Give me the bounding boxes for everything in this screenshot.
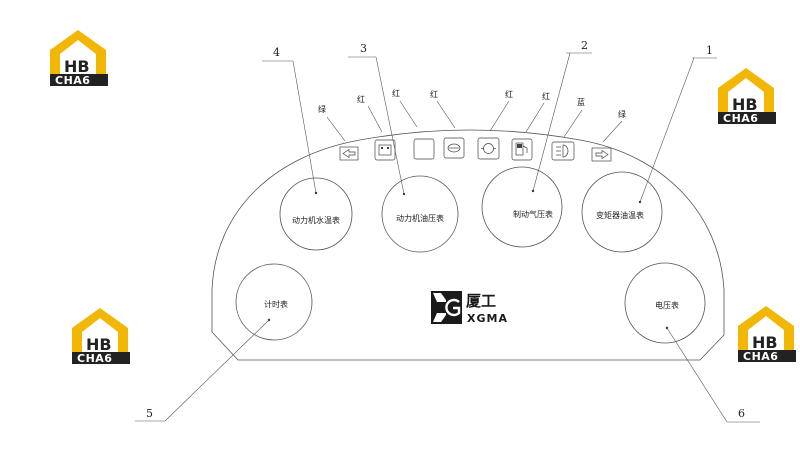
callout-3: 3	[348, 42, 405, 195]
indicator-4-color: 红	[430, 89, 438, 99]
brand-emblem-icon	[431, 291, 462, 324]
gauge-air-pressure: 制动气压表	[481, 166, 563, 248]
callout-2: 2	[532, 39, 592, 192]
callout-5: 5	[135, 319, 270, 422]
watermark-logo-bottom-left: HB CHA6	[72, 308, 130, 365]
brand-logo: 厦工 XGMA	[431, 291, 508, 325]
brand-name-en: XGMA	[467, 312, 508, 325]
gauge-water-temp-label: 动力机水温表	[292, 215, 340, 225]
indicator-fuel	[511, 138, 533, 161]
indicator-3	[413, 138, 435, 160]
indicator-fuel-color: 红	[542, 91, 550, 101]
svg-text:3: 3	[360, 42, 367, 55]
callout-6: 6	[666, 327, 760, 423]
watermark-cha6-text: CHA6	[77, 352, 112, 365]
watermark-hb-text: HB	[86, 335, 112, 354]
watermark-cha6-text: CHA6	[743, 350, 778, 363]
indicator-left-turn	[339, 146, 359, 161]
svg-text:2: 2	[581, 39, 588, 52]
svg-text:4: 4	[273, 46, 280, 59]
indicator-4	[443, 137, 465, 159]
panel-outline	[211, 129, 725, 361]
gauge-oil-pressure: 动力机油压表	[381, 175, 459, 253]
indicator-high-beam-color: 蓝	[577, 97, 585, 107]
watermark-logo-bottom-right: HB CHA6	[738, 306, 796, 363]
gauge-hour-meter-label: 计时表	[264, 299, 288, 309]
watermark-cha6-text: CHA6	[55, 74, 90, 87]
brand-name-cn: 厦工	[466, 292, 496, 310]
gauge-oil-pressure-label: 动力机油压表	[396, 213, 444, 223]
gauge-converter-temp: 变矩器油温表	[581, 171, 663, 253]
indicator-right-turn	[591, 147, 612, 162]
gauge-hour-meter: 计时表	[235, 263, 313, 341]
gauge-converter-temp-label: 变矩器油温表	[596, 210, 644, 220]
indicator-high-beam	[551, 141, 575, 161]
indicator-5	[477, 137, 500, 160]
callout-4: 4	[262, 46, 317, 194]
indicator-charging	[374, 139, 396, 161]
watermark-hb-text: HB	[752, 333, 778, 352]
indicator-charging-color: 红	[357, 94, 365, 104]
callout-1: 1	[639, 44, 717, 203]
watermark-cha6-text: CHA6	[723, 112, 758, 125]
svg-text:5: 5	[146, 407, 153, 420]
gauge-air-pressure-label: 制动气压表	[513, 209, 553, 219]
watermark-logo-top-left: HB CHA6	[50, 30, 108, 87]
gauge-voltmeter-label: 电压表	[655, 300, 679, 310]
svg-text:6: 6	[738, 407, 745, 420]
indicator-5-color: 红	[505, 89, 513, 99]
indicator-left-turn-color: 绿	[318, 105, 326, 114]
indicator-right-turn-color: 绿	[618, 110, 626, 119]
gauge-voltmeter: 电压表	[624, 262, 706, 344]
indicator-3-color: 红	[392, 88, 400, 98]
gauge-water-temp: 动力机水温表	[279, 177, 353, 251]
watermark-hb-text: HB	[732, 95, 758, 114]
watermark-logo-top-right: HB CHA6	[718, 68, 776, 125]
watermark-hb-text: HB	[64, 57, 90, 76]
svg-text:1: 1	[706, 44, 713, 57]
